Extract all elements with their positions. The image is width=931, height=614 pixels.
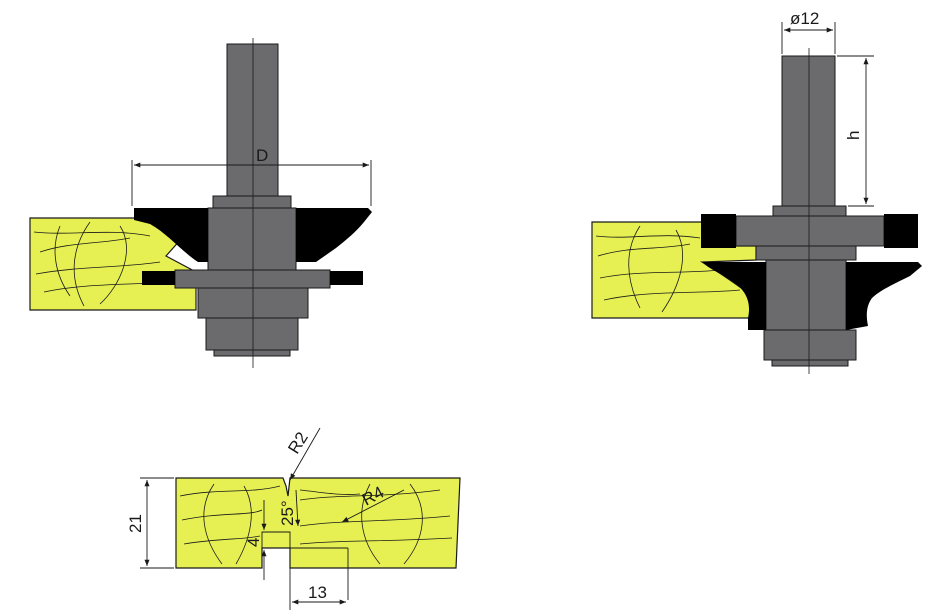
dimension-h-label: h (844, 131, 863, 140)
profile-section: 21 4 25° R2 R4 13 (126, 427, 461, 610)
dimension-width-label: 13 (308, 583, 327, 602)
dimension-shank: ø12 (781, 9, 836, 54)
dimension-angle: 25° (278, 489, 301, 527)
radius-small-label: R2 (284, 429, 312, 458)
dimension-width: 13 (289, 568, 346, 610)
right-cutter-view: ø12 h (591, 9, 922, 374)
dimension-depth-label: 4 (244, 538, 263, 547)
left-cutter-blade (134, 208, 372, 285)
dimension-d-label: D (256, 146, 268, 165)
right-cutter-blade (701, 214, 922, 330)
dimension-h: h (837, 55, 874, 207)
dimension-thickness-label: 21 (126, 514, 145, 533)
dimension-shank-label: ø12 (790, 9, 819, 28)
radius-small-callout: R2 (284, 427, 321, 481)
left-cutter-view: D (29, 38, 372, 368)
dimension-thickness: 21 (126, 477, 174, 569)
dimension-depth: 4 (244, 500, 267, 580)
left-bit-body (174, 43, 331, 357)
dimension-d: D (131, 146, 372, 206)
left-workpiece (29, 217, 197, 311)
profile-workpiece (175, 477, 461, 569)
dimension-angle-label: 25° (278, 500, 297, 526)
right-bit-body (735, 55, 885, 367)
